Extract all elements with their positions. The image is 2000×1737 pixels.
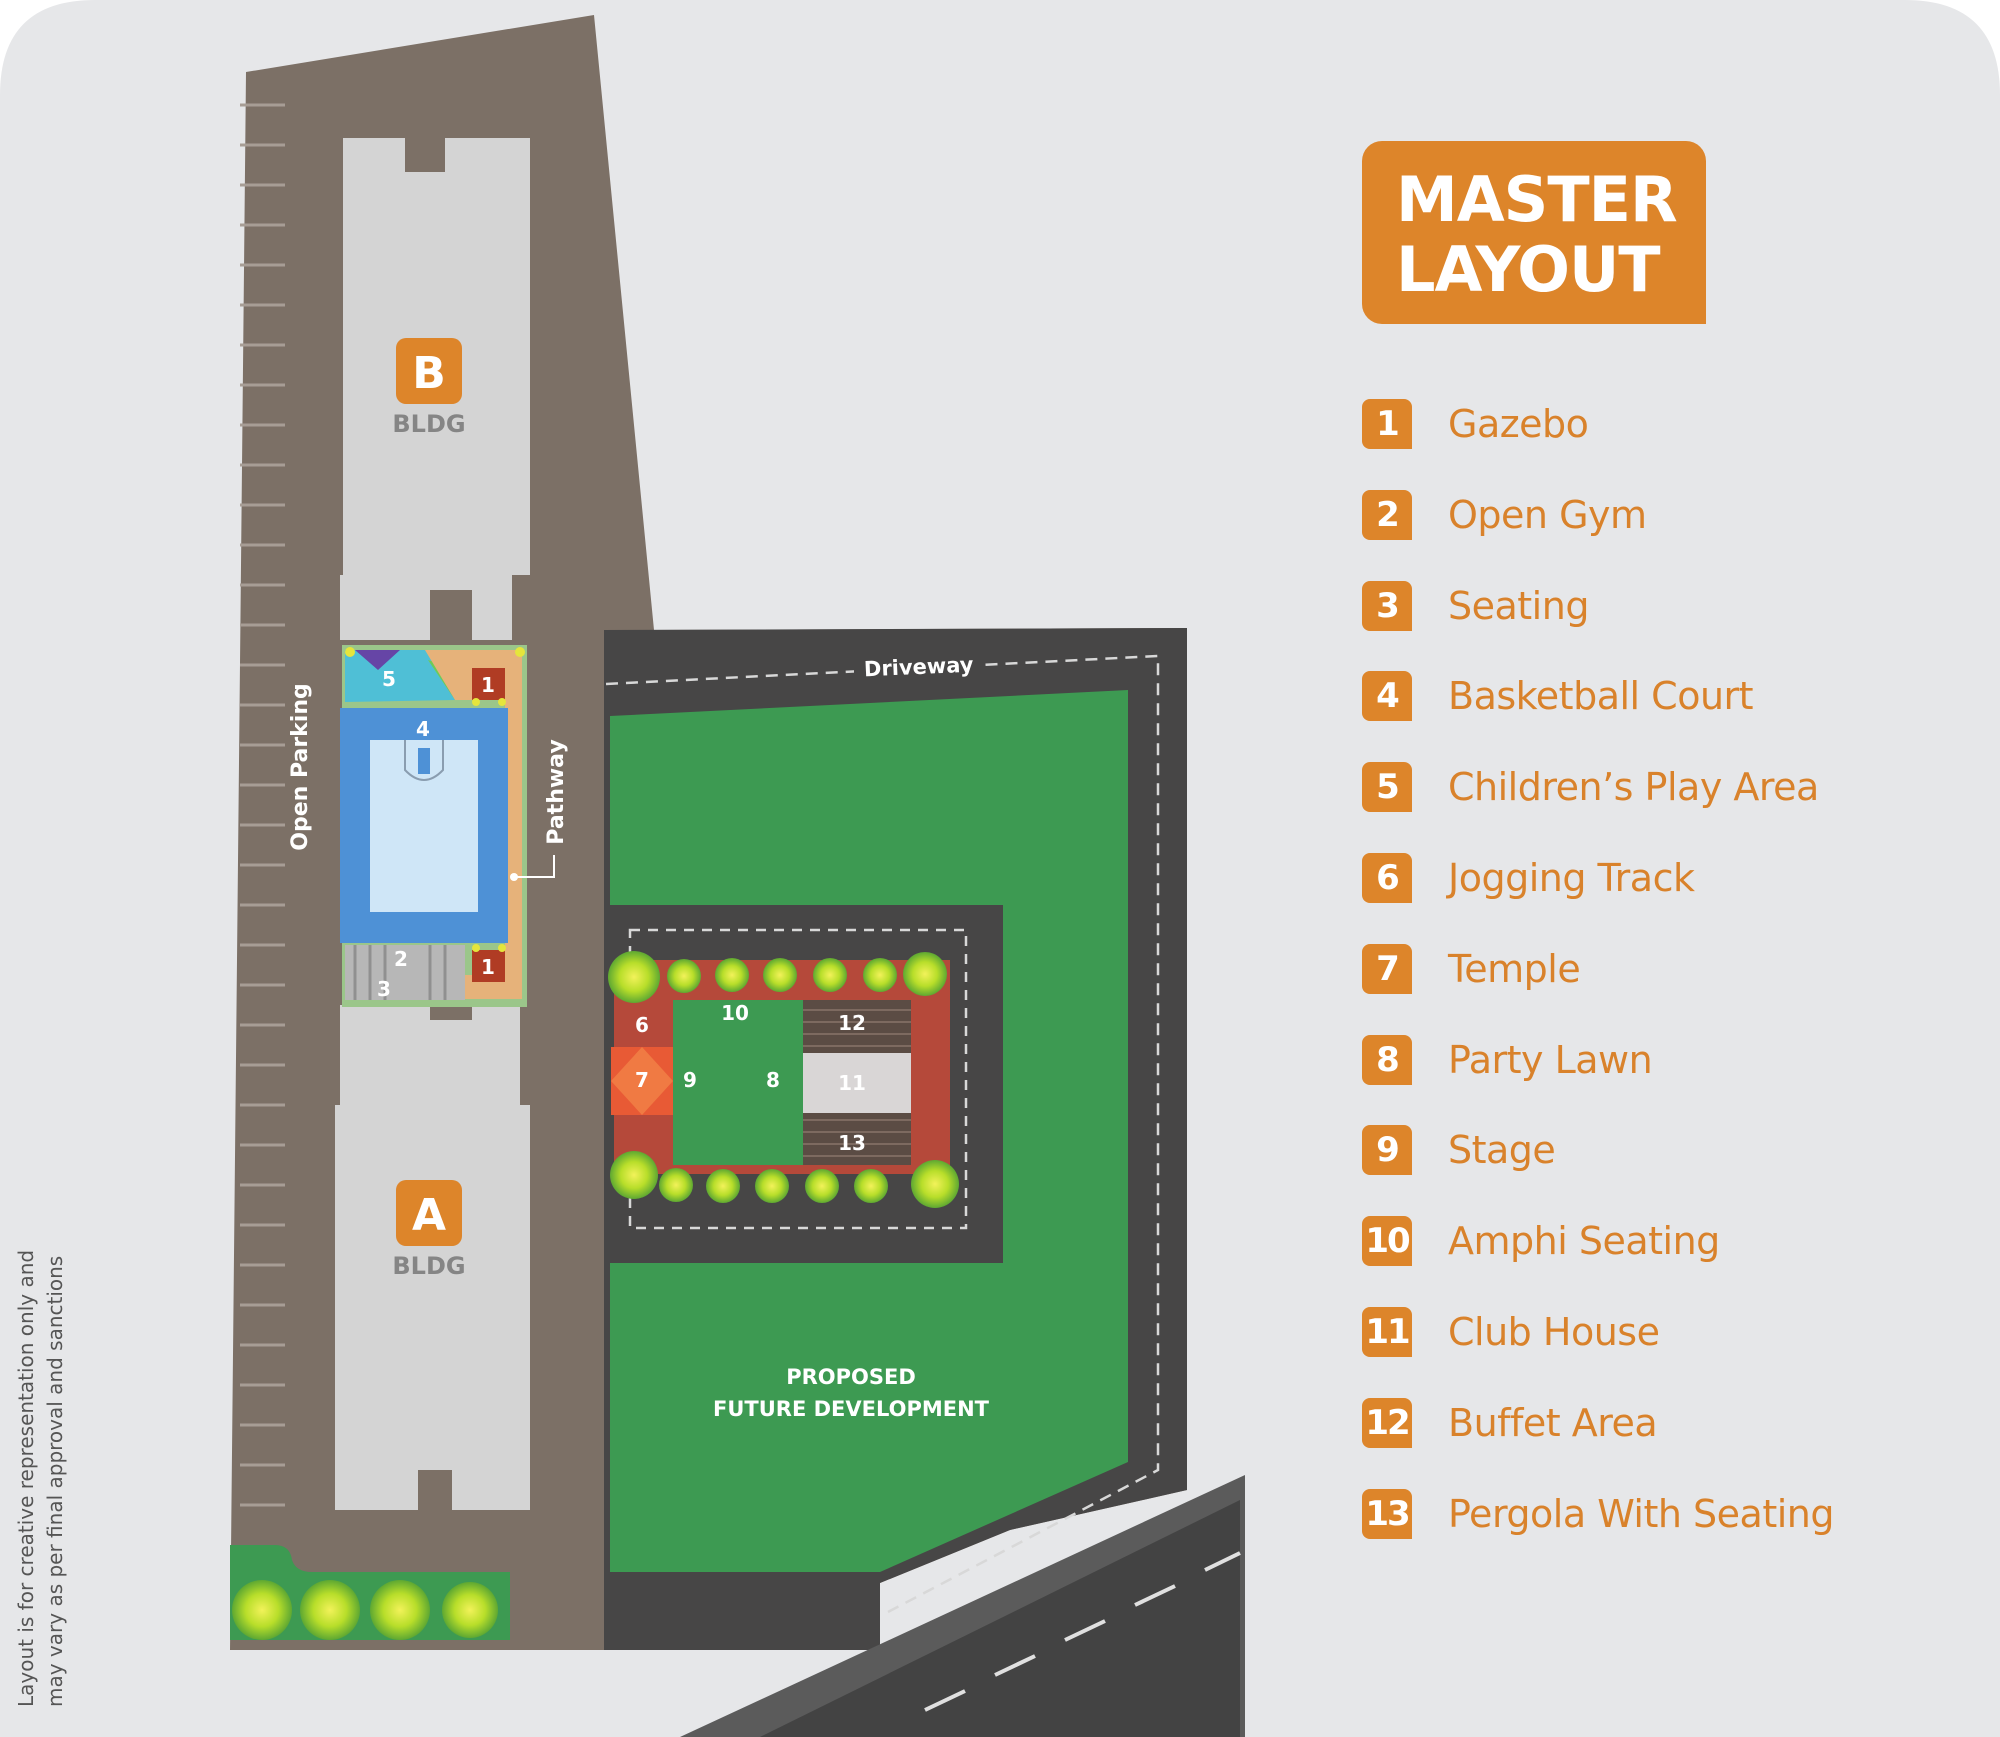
- play-area-purple: [355, 650, 400, 670]
- legend-label: Party Lawn: [1448, 1038, 1653, 1082]
- marker-club-house: 11: [838, 1071, 866, 1095]
- legend-number-badge: 10: [1362, 1216, 1412, 1266]
- legend-label: Temple: [1448, 947, 1581, 991]
- legend-item: 1 Gazebo: [1362, 398, 1589, 450]
- legend-item: 11 Club House: [1362, 1306, 1660, 1358]
- future-development-line2: FUTURE DEVELOPMENT: [713, 1397, 990, 1421]
- legend-label: Buffet Area: [1448, 1401, 1658, 1445]
- court-key: [404, 740, 444, 781]
- legend-item: 5 Children’s Play Area: [1362, 761, 1819, 813]
- marker-amphi-seating: 10: [721, 1001, 749, 1025]
- legend-label: Open Gym: [1448, 493, 1647, 537]
- court-hoop: [418, 748, 430, 774]
- building-a-footprint: [335, 1005, 530, 1510]
- legend-item: 9 Stage: [1362, 1124, 1556, 1176]
- legend-item: 12 Buffet Area: [1362, 1397, 1658, 1449]
- legend-number-badge: 1: [1362, 399, 1412, 449]
- legend-label: Children’s Play Area: [1448, 765, 1819, 809]
- legend-item: 6 Jogging Track: [1362, 852, 1695, 904]
- legend-label: Stage: [1448, 1128, 1556, 1172]
- legend-item: 13 Pergola With Seating: [1362, 1488, 1835, 1540]
- legend-item: 2 Open Gym: [1362, 489, 1647, 541]
- legend-number-badge: 3: [1362, 581, 1412, 631]
- legend-item: 8 Party Lawn: [1362, 1034, 1653, 1086]
- legend-item: 3 Seating: [1362, 580, 1589, 632]
- amenity-lights: [345, 647, 525, 952]
- master-layout-title: MASTER LAYOUT: [1362, 141, 1706, 324]
- legend-number-badge: 12: [1362, 1398, 1412, 1448]
- legend-number-badge: 13: [1362, 1489, 1412, 1539]
- legend-number-badge: 2: [1362, 490, 1412, 540]
- party-lawn: [673, 1000, 803, 1165]
- marker-buffet-area: 12: [838, 1011, 866, 1035]
- main-road-surface: [760, 1500, 1240, 1737]
- legend-number-badge: 9: [1362, 1125, 1412, 1175]
- bldg-a-letter: A: [412, 1190, 446, 1241]
- legend-label: Gazebo: [1448, 402, 1589, 446]
- parking-stripes: [240, 103, 285, 1507]
- legend-number-badge: 4: [1362, 671, 1412, 721]
- temple-roof: [611, 1047, 673, 1115]
- disclaimer-line1: Layout is for creative representation on…: [14, 1249, 38, 1707]
- marker-seating: 3: [377, 977, 391, 1001]
- marker-gazebo-bottom: 1: [481, 955, 495, 979]
- marker-children-play: 5: [382, 667, 396, 691]
- disclaimer-line2: may vary as per final approval and sanct…: [43, 1255, 67, 1707]
- marker-open-gym: 2: [394, 947, 408, 971]
- legend-label: Seating: [1448, 584, 1589, 628]
- disclaimer-text: Layout is for creative representation on…: [12, 1237, 70, 1707]
- corner-garden-trees: [232, 1580, 498, 1640]
- clubhouse-trees-bottom: [610, 1151, 959, 1208]
- legend-label: Amphi Seating: [1448, 1219, 1720, 1263]
- legend-number-badge: 5: [1362, 762, 1412, 812]
- bldg-b-letter: B: [412, 348, 446, 399]
- pathway-pointer-line: [517, 855, 555, 878]
- bldg-a-badge: [396, 1180, 462, 1246]
- gazebo-bottom: [472, 950, 505, 982]
- future-development-line1: PROPOSED: [786, 1365, 916, 1389]
- title-line1: MASTER: [1396, 163, 1678, 236]
- driveway-label-bg: [854, 652, 984, 680]
- marker-basketball: 4: [416, 717, 430, 741]
- gazebo-top: [472, 668, 505, 700]
- marker-gazebo-top: 1: [481, 673, 495, 697]
- pathway-strip: [505, 650, 522, 980]
- clubhouse-trees-top: [608, 951, 947, 1003]
- driveway-label: Driveway: [863, 653, 974, 682]
- pathway-label: Pathway: [544, 739, 569, 844]
- bldg-a-label: BLDG: [392, 1252, 465, 1280]
- legend-label: Club House: [1448, 1310, 1660, 1354]
- legend-item: 10 Amphi Seating: [1362, 1215, 1720, 1267]
- title-line2: LAYOUT: [1396, 233, 1661, 306]
- marker-party-lawn: 8: [766, 1068, 780, 1092]
- marker-pergola: 13: [838, 1131, 866, 1155]
- legend-number-badge: 11: [1362, 1307, 1412, 1357]
- bldg-b-badge: [396, 338, 462, 404]
- legend-number-badge: 7: [1362, 944, 1412, 994]
- bldg-b-label: BLDG: [392, 410, 465, 438]
- marker-temple: 7: [635, 1068, 649, 1092]
- legend-number-badge: 8: [1362, 1035, 1412, 1085]
- legend-label: Pergola With Seating: [1448, 1492, 1835, 1536]
- legend-label: Jogging Track: [1448, 856, 1695, 900]
- corner-garden: [230, 1545, 510, 1640]
- legend-number-badge: 6: [1362, 853, 1412, 903]
- pathway-pointer-dot: [510, 873, 518, 881]
- legend-label: Basketball Court: [1448, 674, 1754, 718]
- club-house: [803, 1053, 911, 1113]
- open-gym-stripes: [353, 945, 447, 1000]
- open-parking-label: Open Parking: [288, 683, 313, 851]
- legend-item: 4 Basketball Court: [1362, 670, 1754, 722]
- road-markings: [924, 1551, 1241, 1712]
- legend-item: 7 Temple: [1362, 943, 1581, 995]
- marker-stage: 9: [683, 1068, 697, 1092]
- marker-jogging-track: 6: [635, 1013, 649, 1037]
